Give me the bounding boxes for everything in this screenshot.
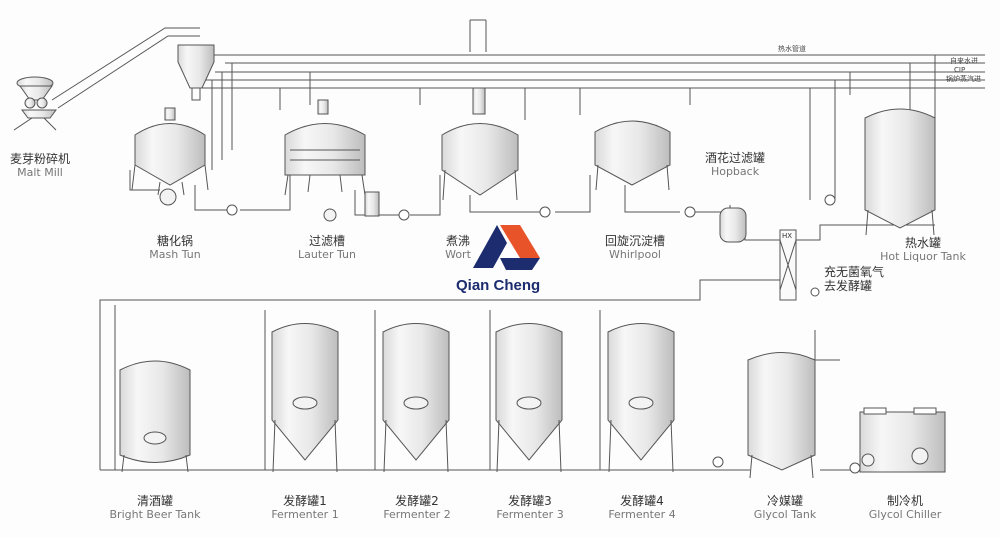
fermenter-4-vessel (607, 323, 675, 473)
label-glycol-chiller: 制冷机 Glycol Chiller (855, 494, 955, 521)
hot-liquor-tank-vessel (864, 108, 936, 236)
label-mash-tun-zh: 糖化锅 (156, 234, 193, 248)
label-fermenter-1-en: Fermenter 1 (271, 507, 339, 521)
whirlpool-vessel (594, 120, 671, 191)
malt-mill (13, 76, 57, 131)
hopback-vessel (719, 207, 747, 243)
label-hopback-en: Hopback (710, 164, 760, 178)
heat-exchanger (779, 229, 797, 301)
label-lauter-tun-en: Lauter Tun (298, 247, 356, 261)
label-fermenter-3-en: Fermenter 3 (496, 507, 564, 521)
glycol-chiller-unit (859, 407, 946, 473)
pipe-label-hot-water: 热水管道 (778, 45, 806, 53)
label-whirlpool-zh: 回旋沉淀槽 (604, 234, 665, 248)
pipe-label-tap-water: 自来水进 (950, 57, 978, 65)
label-hot-liquor-tank-zh: 热水罐 (904, 236, 941, 250)
glycol-tank-vessel (747, 352, 816, 479)
label-fermenter-2-zh: 发酵罐2 (395, 494, 439, 508)
label-malt-mill-zh: 麦芽粉碎机 (9, 152, 70, 166)
fermenter-2-vessel (382, 323, 450, 473)
label-glycol-tank: 冷媒罐 Glycol Tank (740, 494, 830, 521)
pipe-label-boiler-steam: 锅炉蒸汽进 (946, 75, 981, 83)
pumps (226, 194, 861, 474)
label-fermenter-2-en: Fermenter 2 (383, 507, 451, 521)
fermenter-1-vessel (271, 323, 339, 473)
logo-text: Qian Cheng (456, 277, 541, 294)
label-fermenter-3: 发酵罐3 Fermenter 3 (485, 494, 575, 521)
label-fermenter-4: 发酵罐4 Fermenter 4 (597, 494, 687, 521)
label-hopback: 酒花过滤罐 Hopback (690, 151, 780, 178)
label-mash-tun: 糖化锅 Mash Tun (130, 234, 220, 261)
qian-cheng-logo (473, 225, 540, 270)
label-oxygen-note-line1: 充无菌氧气 (824, 265, 885, 279)
label-fermenter-2: 发酵罐2 Fermenter 2 (372, 494, 462, 521)
label-oxygen-note-line2: 去发酵罐 (824, 278, 873, 293)
label-bright-beer-tank-zh: 清酒罐 (136, 494, 173, 508)
label-lauter-tun-zh: 过滤槽 (308, 234, 345, 248)
label-whirlpool-en: Whirlpool (609, 247, 661, 261)
label-hot-liquor-tank: 热水罐 Hot Liquor Tank (868, 236, 978, 263)
fermenter-3-vessel (495, 323, 563, 473)
label-hopback-zh: 酒花过滤罐 (704, 151, 765, 165)
mash-tun-vessel (131, 107, 209, 206)
label-glycol-tank-zh: 冷媒罐 (766, 494, 803, 508)
label-oxygen-note: 充无菌氧气 去发酵罐 (824, 265, 894, 294)
pipe-label-cip: CIP (954, 66, 966, 74)
label-fermenter-1: 发酵罐1 Fermenter 1 (260, 494, 350, 521)
label-bright-beer-tank: 清酒罐 Bright Beer Tank (100, 494, 210, 521)
label-hot-liquor-tank-en: Hot Liquor Tank (880, 249, 966, 263)
hx-label: HX (782, 232, 792, 240)
wort-kettle-vessel (441, 87, 519, 201)
bright-beer-tank-vessel (119, 360, 191, 473)
label-glycol-chiller-zh: 制冷机 (886, 494, 923, 508)
label-wort-kettle-en: Wort (445, 247, 471, 261)
label-fermenter-1-zh: 发酵罐1 (283, 494, 327, 508)
label-wort-kettle: 煮沸 Wort (438, 234, 478, 261)
grist-hopper (177, 44, 215, 101)
label-fermenter-4-zh: 发酵罐4 (620, 494, 664, 508)
label-bright-beer-tank-en: Bright Beer Tank (109, 507, 201, 521)
label-glycol-tank-en: Glycol Tank (753, 507, 817, 521)
label-mash-tun-en: Mash Tun (149, 247, 201, 261)
label-wort-kettle-zh: 煮沸 (445, 234, 470, 248)
label-malt-mill-en: Malt Mill (17, 165, 63, 179)
label-fermenter-4-en: Fermenter 4 (608, 507, 676, 521)
label-glycol-chiller-en: Glycol Chiller (868, 507, 942, 521)
label-fermenter-3-zh: 发酵罐3 (508, 494, 552, 508)
label-lauter-tun: 过滤槽 Lauter Tun (282, 234, 372, 261)
lauter-tun-vessel (284, 99, 380, 222)
label-whirlpool: 回旋沉淀槽 Whirlpool (585, 234, 685, 261)
label-malt-mill: 麦芽粉碎机 Malt Mill (0, 152, 80, 179)
